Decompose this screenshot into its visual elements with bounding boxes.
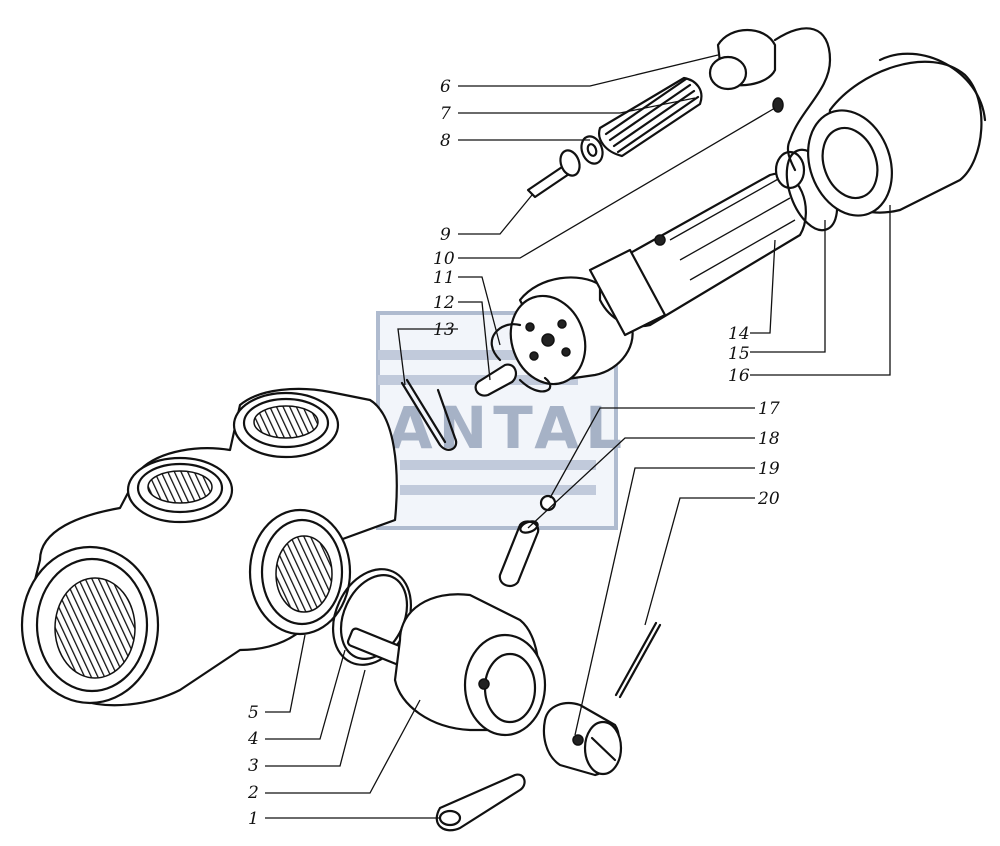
- label-part-12: 12: [433, 293, 455, 313]
- label-part-8: 8: [440, 131, 451, 151]
- leader-lines: [265, 54, 891, 819]
- label-part-1: 1: [248, 809, 259, 829]
- coil-spring: [598, 76, 703, 158]
- washer: [580, 135, 604, 165]
- label-part-6: 6: [440, 77, 451, 97]
- housing-body: [20, 387, 398, 707]
- label-part-15: 15: [728, 344, 750, 364]
- label-part-11: 11: [433, 268, 455, 288]
- label-part-7: 7: [440, 104, 451, 124]
- slotted-nut: [542, 702, 623, 777]
- label-part-17: 17: [758, 399, 780, 419]
- label-part-18: 18: [758, 429, 780, 449]
- threaded-cap: [807, 52, 987, 217]
- part-labels: 1 2 3 4 5 6 7 8 9 10 11 12 13 14 15 16 1…: [247, 77, 780, 829]
- label-part-19: 19: [758, 459, 780, 479]
- label-part-5: 5: [248, 703, 259, 723]
- label-part-4: 4: [247, 729, 259, 749]
- label-part-2: 2: [247, 783, 259, 803]
- label-part-16: 16: [728, 366, 750, 386]
- u-spring: [400, 378, 458, 451]
- needle-valve: [526, 149, 581, 199]
- small-plug: [772, 97, 784, 113]
- label-part-20: 20: [757, 489, 780, 509]
- label-part-13: 13: [433, 320, 455, 340]
- label-part-14: 14: [728, 324, 750, 344]
- cotter-pin: [614, 621, 662, 699]
- ball: [539, 494, 557, 512]
- shaft: [588, 150, 807, 337]
- link-eye: [435, 773, 526, 832]
- label-part-3: 3: [248, 756, 259, 776]
- sleeve: [498, 520, 540, 588]
- cap-fitting: [708, 27, 832, 172]
- plug-body: [346, 593, 547, 737]
- label-part-10: 10: [433, 249, 455, 269]
- label-part-9: 9: [440, 225, 451, 245]
